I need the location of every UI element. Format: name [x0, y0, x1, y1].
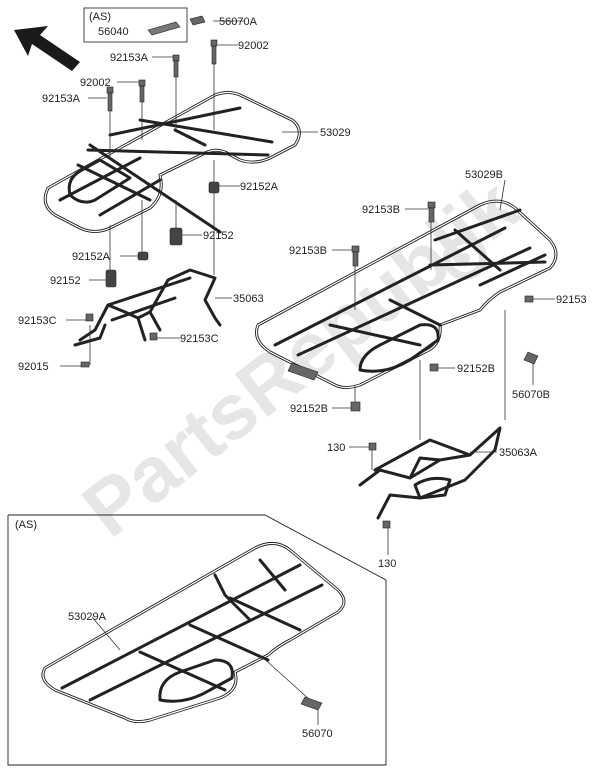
rack-53029 — [43, 91, 301, 234]
label-92002-top: 92002 — [238, 40, 269, 52]
label-92153A-2: 92153A — [42, 93, 81, 105]
label-56070B: 56070B — [512, 389, 550, 401]
bracket-35063 — [73, 268, 222, 368]
as-box-top: (AS) 56040 — [83, 7, 188, 43]
label-53029A: 53029A — [68, 611, 107, 623]
label-35063A: 35063A — [499, 447, 538, 459]
label-130-bottom: 130 — [378, 558, 396, 570]
label-92002-left: 92002 — [80, 77, 111, 89]
label-92153C-right: 92153C — [180, 333, 219, 345]
label-plate-icon — [147, 21, 181, 36]
label-92153A-1: 92153A — [110, 52, 149, 64]
rack-53029A — [41, 542, 346, 724]
label-92152-mid: 92152 — [203, 230, 234, 242]
watermark-text: PartsRepublik — [66, 161, 534, 554]
label-92015: 92015 — [18, 361, 49, 373]
label-92153: 92153 — [556, 294, 587, 306]
as-box-bottom: (AS) — [7, 514, 387, 766]
part-labels: 56070A 92002 92153A 92002 92153A 53029 9… — [18, 16, 587, 740]
label-92153B-left: 92153B — [289, 245, 327, 257]
as-box-bottom-title: (AS) — [15, 519, 37, 531]
label-56070: 56070 — [302, 728, 333, 740]
label-56070A: 56070A — [219, 16, 258, 28]
label-92152A-right: 92152A — [240, 181, 279, 193]
as-box-top-title: (AS) — [89, 11, 111, 23]
leader-lines — [60, 20, 555, 725]
direction-arrow-icon — [14, 26, 80, 71]
label-92152A-left: 92152A — [72, 251, 111, 263]
label-92153B-top: 92153B — [362, 204, 400, 216]
bracket-35063A — [358, 426, 502, 529]
bolts-right — [350, 201, 539, 440]
label-92153C-left: 92153C — [18, 315, 57, 327]
label-92152-left: 92152 — [50, 275, 81, 287]
label-130-top: 130 — [327, 442, 345, 454]
bolts-upper — [105, 15, 220, 288]
as-box-top-part: 56040 — [98, 26, 129, 38]
label-35063: 35063 — [233, 293, 264, 305]
label-53029: 53029 — [320, 127, 351, 139]
rack-53029B — [255, 199, 558, 389]
label-92152B-right: 92152B — [457, 363, 495, 375]
label-53029B: 53029B — [465, 169, 503, 181]
label-92152B-bottom: 92152B — [290, 403, 328, 415]
